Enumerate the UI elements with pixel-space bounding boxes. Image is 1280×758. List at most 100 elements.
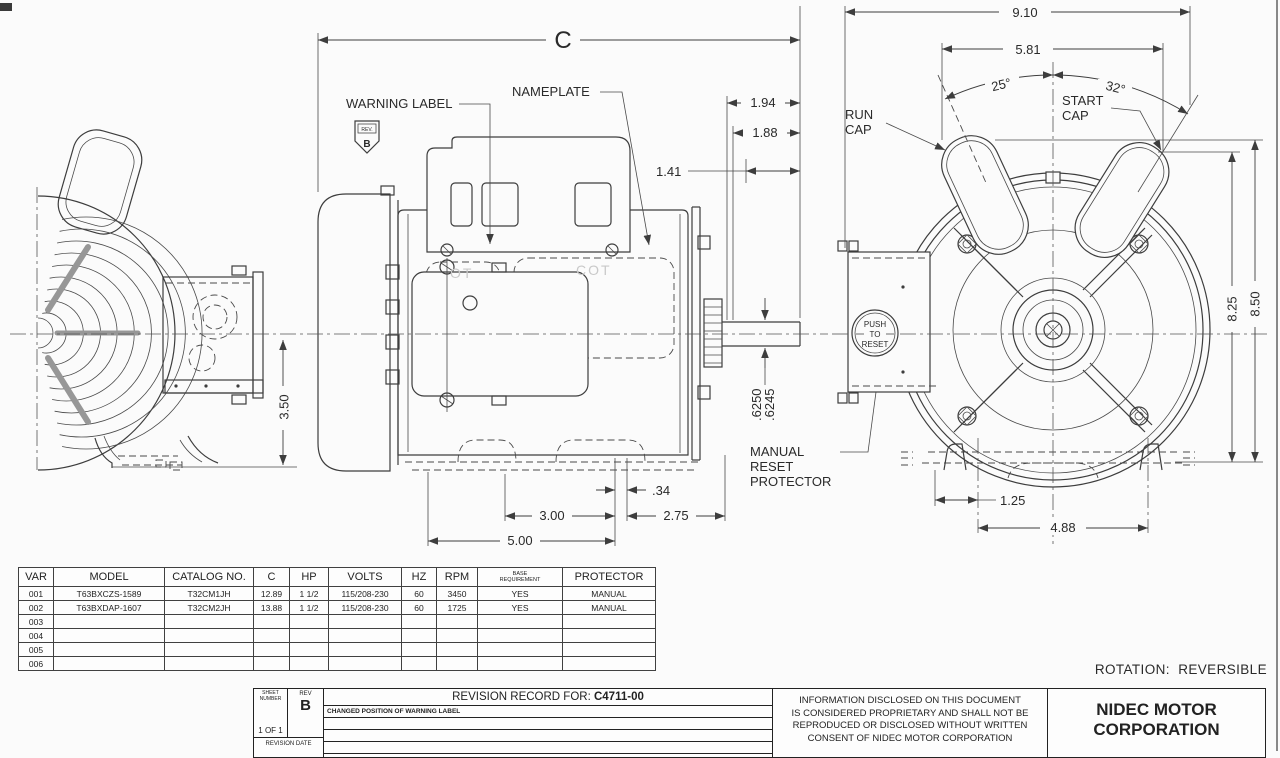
dim-0-34-label: .34 [652,483,670,498]
box-screw [439,392,455,408]
table-cell: YES [477,586,563,601]
start-cap-callout: CAP [1062,108,1089,123]
table-cell [53,656,165,671]
table-cell [164,628,254,643]
start-cap-callout: START [1062,93,1103,108]
table-cell [289,628,329,643]
shaft-dia-lower: .6245 [762,388,777,421]
table-cell [53,614,165,629]
push-to-reset-button [851,309,899,357]
bolt [231,265,247,276]
title-block: SHEET NUMBER 1 OF 1 REV B REVISION DATE … [253,688,1266,758]
table-cell [477,642,563,657]
side-view: OT COT [317,6,883,548]
conduit-box [162,265,264,405]
table-cell [164,642,254,657]
table-cell: 005 [18,642,54,657]
lead-end-view: PUSH TO RESET [837,135,1211,488]
variant-table: VAR MODEL CATALOG NO. C HP VOLTS HZ RPM … [18,567,656,671]
sheet-number-value: 1 OF 1 [258,726,283,735]
ghost-stamp: COT [576,262,612,278]
variant-table-header-row: VAR MODEL CATALOG NO. C HP VOLTS HZ RPM … [18,567,656,587]
table-cell: 60 [401,586,437,601]
run-cap-callout: RUN [845,107,873,122]
fan-end-view: 3.50 [37,129,297,471]
table-cell: T32CM2JH [164,600,254,615]
box-screw [439,259,455,275]
table-cell [164,656,254,671]
knockout-circle [188,344,216,372]
bolt [848,392,859,404]
table-cell: 006 [18,656,54,671]
table-row: 003 [18,614,656,629]
revision-record-title: REVISION RECORD FOR: C4711-00 [324,689,772,706]
table-cell [562,656,656,671]
revision-record-entry: CHANGED POSITION OF WARNING LABEL [324,706,772,718]
shaft-end [679,206,801,461]
manual-reset-callout: MANUAL RESET PROTECTOR [750,361,883,489]
table-cell: 1725 [436,600,478,615]
knockout-circle [202,304,228,330]
sheet-number-label: NUMBER [259,695,282,702]
table-cell: 60 [401,600,437,615]
revision-record-entry [324,730,772,742]
table-cell: 3450 [436,586,478,601]
cover-screw [440,243,454,257]
bolt [697,235,711,250]
table-header: RPM [436,567,478,587]
dim-8-25-label: 8.25 [1225,296,1240,321]
revision-date-cell: REVISION DATE [254,737,323,757]
table-cell: 002 [18,600,54,615]
sheet-number-cell: SHEET NUMBER 1 OF 1 [254,689,288,737]
table-cell [562,614,656,629]
table-cell [328,614,402,629]
table-cell: MANUAL [562,600,656,615]
angle-25-label: 25° [990,75,1013,94]
shaft-dia-upper: .6250 [749,388,764,421]
table-cell [253,628,290,643]
table-row: 004 [18,628,656,643]
dim-1-94-label: 1.94 [750,95,775,110]
dim-2-75-label: 2.75 [663,508,688,523]
dim-3-00-label: 3.00 [539,508,564,523]
knockout-circle [192,294,238,340]
table-cell [289,614,329,629]
dim-shaft-diameter: .6250 .6245 [749,298,777,421]
run-cap-housing [941,135,1029,255]
table-cell: T32CM1JH [164,586,254,601]
dim-c-label: C [554,27,571,54]
dim-1-94: 1.94 [726,95,800,320]
reset-label: RESET [862,340,889,349]
dim-1-25-label: 1.25 [1000,493,1025,508]
angle-32-label: 32° [1104,78,1127,97]
dim-c: C [317,6,801,318]
table-cell [289,642,329,657]
table-cell [289,656,329,671]
dim-5-00-label: 5.00 [507,533,532,548]
bolt [837,240,848,252]
svg-text:PROTECTOR: PROTECTOR [750,474,831,489]
table-cell: MANUAL [562,586,656,601]
table-header: VAR [18,567,54,587]
bolt [848,240,859,252]
table-cell: 001 [18,586,54,601]
rev-value: B [300,697,311,714]
to-label: TO [870,330,881,339]
dim-1-41: 1.41 [656,159,800,183]
dim-4-88-label: 4.88 [1050,520,1075,535]
table-cell: 1 1/2 [289,586,329,601]
lead-end-dimensions: 9.10 5.81 25° 32° RUN CAP START CAP 8.25… [844,4,1264,535]
table-header: HZ [401,567,437,587]
table-row: 002 T63BXDAP-1607 T32CM2JH 13.88 1 1/2 1… [18,600,656,615]
table-row: 006 [18,656,656,671]
table-row: 005 [18,642,656,657]
table-cell [328,656,402,671]
table-cell [562,642,656,657]
fan-spoke [45,355,91,425]
table-cell: 003 [18,614,54,629]
fan-cover [317,193,391,472]
run-cap-callout: CAP [845,122,872,137]
run-cap-leader [885,122,946,151]
table-header: PROTECTOR [562,567,656,587]
